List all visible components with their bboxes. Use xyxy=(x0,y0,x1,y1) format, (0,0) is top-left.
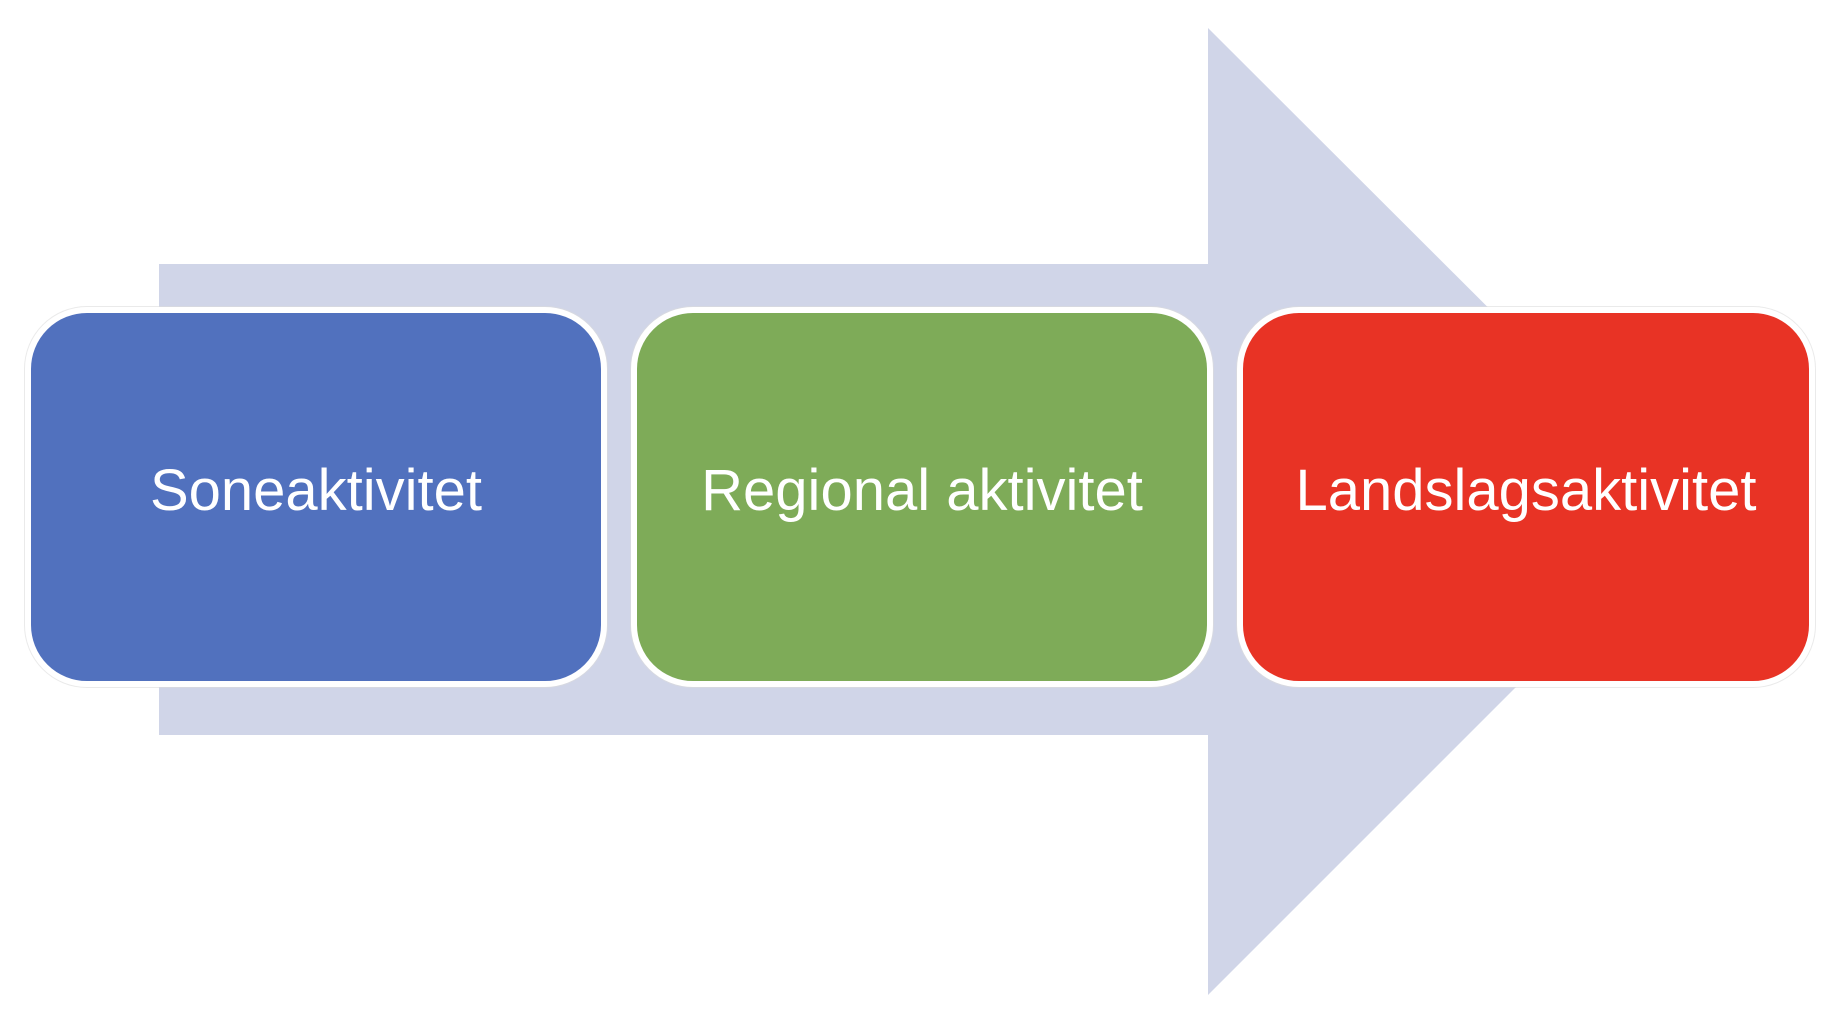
stage-landslag-label: Landslagsaktivitet xyxy=(1295,458,1757,523)
stage-sone-label: Soneaktivitet xyxy=(149,458,483,523)
stage-regional: Regional aktivitet xyxy=(631,307,1213,687)
stage-sone: Soneaktivitet xyxy=(25,307,607,687)
stage-regional-label: Regional aktivitet xyxy=(701,458,1143,523)
stage-landslag: Landslagsaktivitet xyxy=(1237,307,1815,687)
